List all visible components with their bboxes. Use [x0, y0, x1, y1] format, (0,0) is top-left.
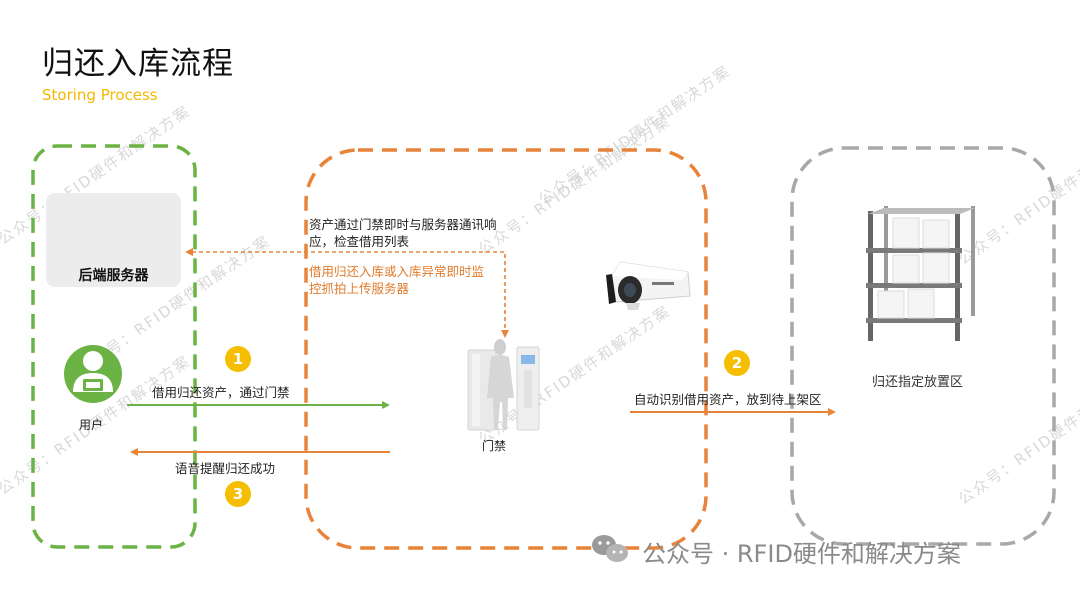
camera-icon — [606, 261, 691, 310]
user-label: 用户 — [79, 418, 104, 432]
page-subtitle: Storing Process — [42, 86, 158, 104]
user-avatar-icon — [64, 345, 122, 403]
gate-zone-border — [304, 148, 708, 550]
gate-label: 门禁 — [482, 439, 507, 453]
server-comm-note-line2: 应，检查借用列表 — [309, 234, 410, 249]
exception-note-line1: 借用归还入库或入库异常即时监 — [309, 264, 485, 279]
page-title: 归还入库流程 — [42, 46, 234, 82]
shelf-icon — [866, 206, 975, 341]
exception-note-line2: 控抓拍上传服务器 — [309, 281, 410, 296]
wechat-icon — [592, 535, 628, 562]
step3-label: 语音提醒归还成功 — [175, 461, 276, 476]
shelf-label: 归还指定放置区 — [872, 375, 964, 390]
gate-arrow-head — [501, 330, 509, 338]
user-zone-border — [31, 144, 197, 549]
gate-icon — [467, 339, 540, 431]
server-label: 后端服务器 — [78, 268, 149, 284]
exception-report-arrow — [185, 248, 506, 335]
server-card — [46, 193, 181, 287]
server-comm-note-line1: 资产通过门禁即时与服务器通讯响 — [309, 217, 497, 232]
storage-zone-border — [790, 146, 1056, 546]
step1-label: 借用归还资产，通过门禁 — [152, 385, 290, 400]
step2-badge: 2 — [724, 350, 750, 376]
step1-badge: 1 — [225, 346, 251, 372]
step2-label: 自动识别借用资产，放到待上架区 — [634, 392, 822, 407]
step3-badge: 3 — [225, 481, 251, 507]
footer-account-name: 公众号 · RFID硬件和解决方案 — [642, 540, 961, 568]
